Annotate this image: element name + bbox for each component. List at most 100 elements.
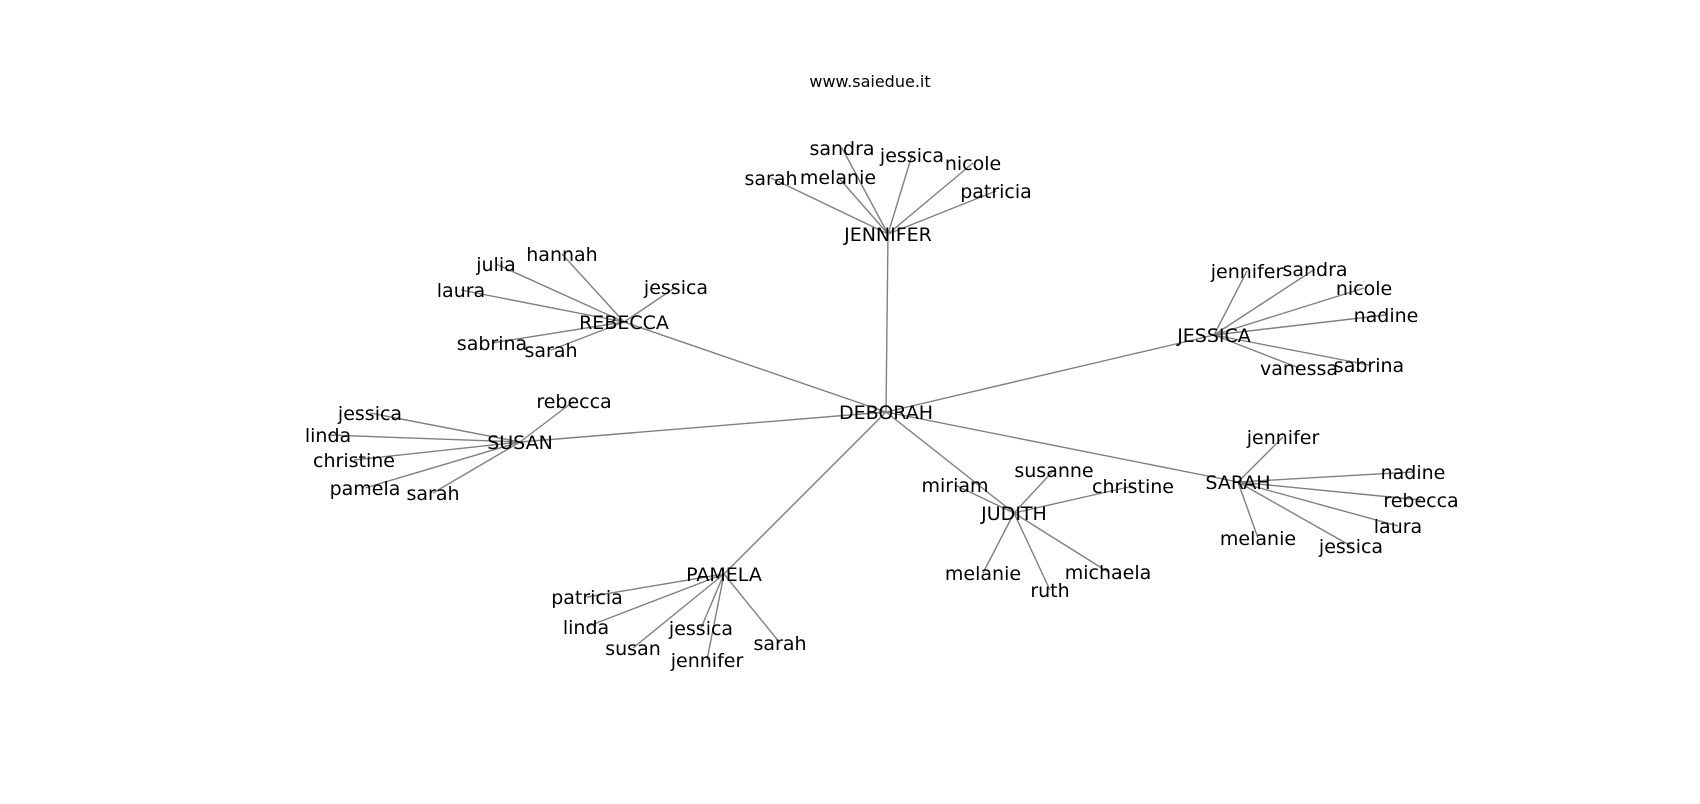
leaf-node-label-pamela-jessica: jessica [668,618,733,640]
edge-root-jennifer [885,233,889,413]
edge-root-susan [519,411,887,443]
edge-rebecca-hannah [561,253,625,323]
leaf-node-label-sarah-rebecca: rebecca [1383,490,1458,512]
edge-pamela-jessica [700,573,725,629]
root-node-label: DEBORAH [839,402,933,424]
leaf-node-label-judith-susanne: susanne [1014,460,1093,482]
leaf-node-label-judith-michaela: michaela [1065,562,1152,584]
leaf-node-label-rebecca-sarah: sarah [524,340,577,362]
leaf-node-label-jennifer-nicole: nicole [945,153,1001,175]
edge-jessica-jennifer [1213,270,1248,336]
leaf-node-label-pamela-susan: susan [605,638,661,660]
leaf-node-label-susan-rebecca: rebecca [536,391,611,413]
edge-judith-miriam [954,484,1015,514]
leaf-node-label-susan-christine: christine [313,450,395,472]
edge-susan-sarah [432,441,521,494]
leaf-node-label-judith-miriam: miriam [921,475,988,497]
hub-node-label-jessica: JESSICA [1176,325,1251,347]
leaf-node-label-jessica-nicole: nicole [1336,278,1392,300]
edge-sarah-nadine [1237,471,1414,483]
edge-sarah-rebecca [1237,481,1422,501]
edge-jessica-sandra [1213,268,1316,336]
edge-judith-melanie [982,512,1015,574]
edge-sarah-melanie [1237,481,1259,539]
leaf-node-label-jessica-jennifer: jennifer [1210,261,1284,283]
leaf-node-label-rebecca-hannah: hannah [526,244,597,266]
leaf-node-label-jennifer-jessica: jessica [879,145,944,167]
leaf-node-label-rebecca-julia: julia [475,254,516,276]
edge-pamela-jennifer [706,573,725,661]
edge-judith-michaela [1013,512,1109,573]
leaf-node-label-pamela-sarah: sarah [753,633,806,655]
edges-layer [327,147,1422,661]
leaf-node-label-judith-christine: christine [1092,476,1174,498]
edge-pamela-sarah [723,573,781,644]
leaf-node-label-pamela-jennifer: jennifer [670,650,744,672]
leaf-node-label-sarah-laura: laura [1374,516,1422,538]
edge-root-rebecca [623,321,887,413]
edge-root-judith [885,411,1015,514]
leaf-node-label-judith-melanie: melanie [945,563,1021,585]
edge-root-sarah [885,411,1239,483]
edge-rebecca-laura [460,289,625,323]
site-title: www.saiedue.it [809,72,931,91]
edge-judith-ruth [1013,512,1051,591]
leaf-node-label-jessica-sabrina: sabrina [1334,355,1404,377]
edge-jessica-nicole [1213,287,1365,336]
hub-node-label-pamela: PAMELA [686,564,762,586]
edge-pamela-susan [632,573,725,649]
hub-node-label-sarah: SARAH [1205,472,1270,494]
edge-pamela-patricia [586,573,725,598]
edge-jennifer-melanie [837,176,889,235]
leaf-node-label-susan-jessica: jessica [337,403,402,425]
leaf-node-label-sarah-jessica: jessica [1318,536,1383,558]
edge-jennifer-patricia [887,190,997,235]
leaf-node-label-jennifer-patricia: patricia [960,181,1032,203]
leaf-node-label-rebecca-jessica: jessica [643,277,708,299]
leaf-node-label-jennifer-sarah: sarah [744,168,797,190]
leaf-node-label-susan-sarah: sarah [406,483,459,505]
leaf-node-label-susan-pamela: pamela [330,478,401,500]
leaf-node-label-judith-ruth: ruth [1030,580,1069,602]
leaf-node-label-sarah-jennifer: jennifer [1246,427,1320,449]
edge-jennifer-sarah [770,177,889,235]
leaf-node-label-rebecca-sabrina: sabrina [457,333,527,355]
edge-susan-linda [327,434,521,443]
hub-node-label-jennifer: JENNIFER [843,224,932,246]
hub-node-label-judith: JUDITH [980,503,1047,525]
edge-jennifer-jessica [887,154,913,235]
hub-node-label-rebecca: REBECCA [579,312,669,334]
edge-rebecca-sarah [550,321,625,351]
edge-jessica-vanessa [1213,334,1300,369]
edge-jennifer-sandra [841,147,889,235]
edge-root-jessica [885,334,1215,413]
edge-pamela-linda [585,573,725,628]
edge-jessica-sabrina [1213,334,1370,366]
edge-susan-christine [353,441,521,461]
leaf-node-label-susan-linda: linda [305,425,351,447]
leaf-node-label-sarah-nadine: nadine [1381,462,1446,484]
edge-rebecca-sabrina [491,321,625,344]
hub-node-label-susan: SUSAN [487,432,553,454]
edge-jessica-nadine [1213,314,1387,336]
edge-root-pamela [723,411,887,575]
edge-jennifer-nicole [887,162,974,235]
leaf-node-label-rebecca-laura: laura [437,280,485,302]
edge-judith-susanne [1013,469,1055,514]
leaf-node-label-pamela-linda: linda [563,617,609,639]
edge-susan-jessica [369,412,521,443]
leaf-node-label-jessica-vanessa: vanessa [1260,358,1338,380]
edge-rebecca-julia [495,263,625,323]
leaf-node-label-jessica-sandra: sandra [1282,259,1347,281]
edge-sarah-jessica [1237,481,1352,547]
leaf-node-label-jessica-nadine: nadine [1354,305,1419,327]
edge-susan-pamela [364,441,521,489]
leaf-node-label-sarah-melanie: melanie [1220,528,1296,550]
leaf-node-label-jennifer-melanie: melanie [800,167,876,189]
edge-susan-rebecca [519,400,575,443]
edge-sarah-jennifer [1237,436,1284,483]
leaf-node-label-pamela-patricia: patricia [551,587,623,609]
